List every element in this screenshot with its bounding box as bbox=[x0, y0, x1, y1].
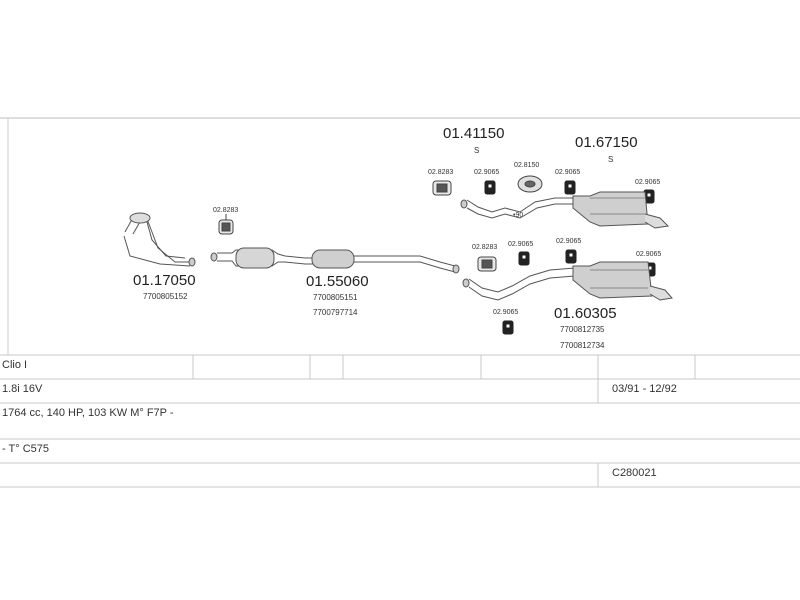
middle-pipe-part[interactable] bbox=[210, 247, 460, 274]
rear-hanger-a-number: 02.9065 bbox=[508, 241, 533, 248]
front-clamp-icon bbox=[218, 214, 234, 235]
middle-pipe-oem1: 7700805151 bbox=[313, 293, 358, 302]
rear-s-pipe-variant: S bbox=[474, 146, 479, 155]
vehicle-spec: 1764 cc, 140 HP, 103 KW M° F7P - bbox=[2, 407, 174, 419]
rear-hanger-a-icon bbox=[518, 251, 530, 266]
rear-s-hanger-b-number: 02.9065 bbox=[555, 169, 580, 176]
rear-silencer-part[interactable] bbox=[462, 261, 673, 301]
rear-s-gasket-icon bbox=[517, 175, 543, 193]
rear-clamp-number: 02.8283 bbox=[472, 244, 497, 251]
rear-s-hanger-c-number: 02.9065 bbox=[635, 179, 660, 186]
info-table-grid bbox=[0, 354, 800, 488]
rear-hanger-b-number: 02.9065 bbox=[556, 238, 581, 245]
vehicle-model: Clio I bbox=[2, 359, 28, 371]
rear-s-clamp-icon bbox=[432, 180, 452, 196]
diagram-code: C280021 bbox=[612, 467, 657, 479]
catalyst-number: 01.17050 bbox=[133, 272, 196, 289]
rear-s-hanger-a-number: 02.9065 bbox=[474, 169, 499, 176]
rear-s-pipe-number: 01.41150 bbox=[443, 125, 504, 142]
rear-s-silencer-part[interactable] bbox=[460, 191, 670, 229]
rear-hanger-d-number: 02.9065 bbox=[493, 309, 518, 316]
rear-hanger-c-number: 02.9065 bbox=[636, 251, 661, 258]
vehicle-type: - T° C575 bbox=[2, 443, 49, 455]
rear-s-clamp-number: 02.8283 bbox=[428, 169, 453, 176]
catalyst-oem: 7700805152 bbox=[143, 292, 188, 301]
middle-pipe-oem2: 7700797714 bbox=[313, 308, 358, 317]
rear-hanger-d-icon bbox=[502, 320, 514, 335]
rear-silencer-oem1: 7700812735 bbox=[560, 325, 605, 334]
rear-hanger-b-icon bbox=[565, 249, 577, 264]
rear-silencer-oem2: 7700812734 bbox=[560, 341, 605, 350]
catalyst-part[interactable] bbox=[123, 212, 196, 267]
rear-s-gasket-number: 02.8150 bbox=[514, 162, 539, 169]
rear-s-hanger-a-icon bbox=[484, 180, 496, 195]
rear-s-hanger-b-icon bbox=[564, 180, 576, 195]
rear-clamp-icon bbox=[477, 256, 497, 272]
middle-pipe-number: 01.55060 bbox=[306, 273, 369, 290]
rear-s-hanger-c-icon bbox=[643, 189, 655, 204]
rear-silencer-number: 01.60305 bbox=[554, 305, 617, 322]
rear-s-marker: •90 bbox=[513, 212, 523, 219]
vehicle-dates: 03/91 - 12/92 bbox=[612, 383, 677, 395]
rear-s-silencer-number: 01.67150 bbox=[575, 134, 638, 151]
rear-s-silencer-variant: S bbox=[608, 155, 613, 164]
front-clamp-number: 02.8283 bbox=[213, 207, 238, 214]
vehicle-engine: 1.8i 16V bbox=[2, 383, 43, 395]
